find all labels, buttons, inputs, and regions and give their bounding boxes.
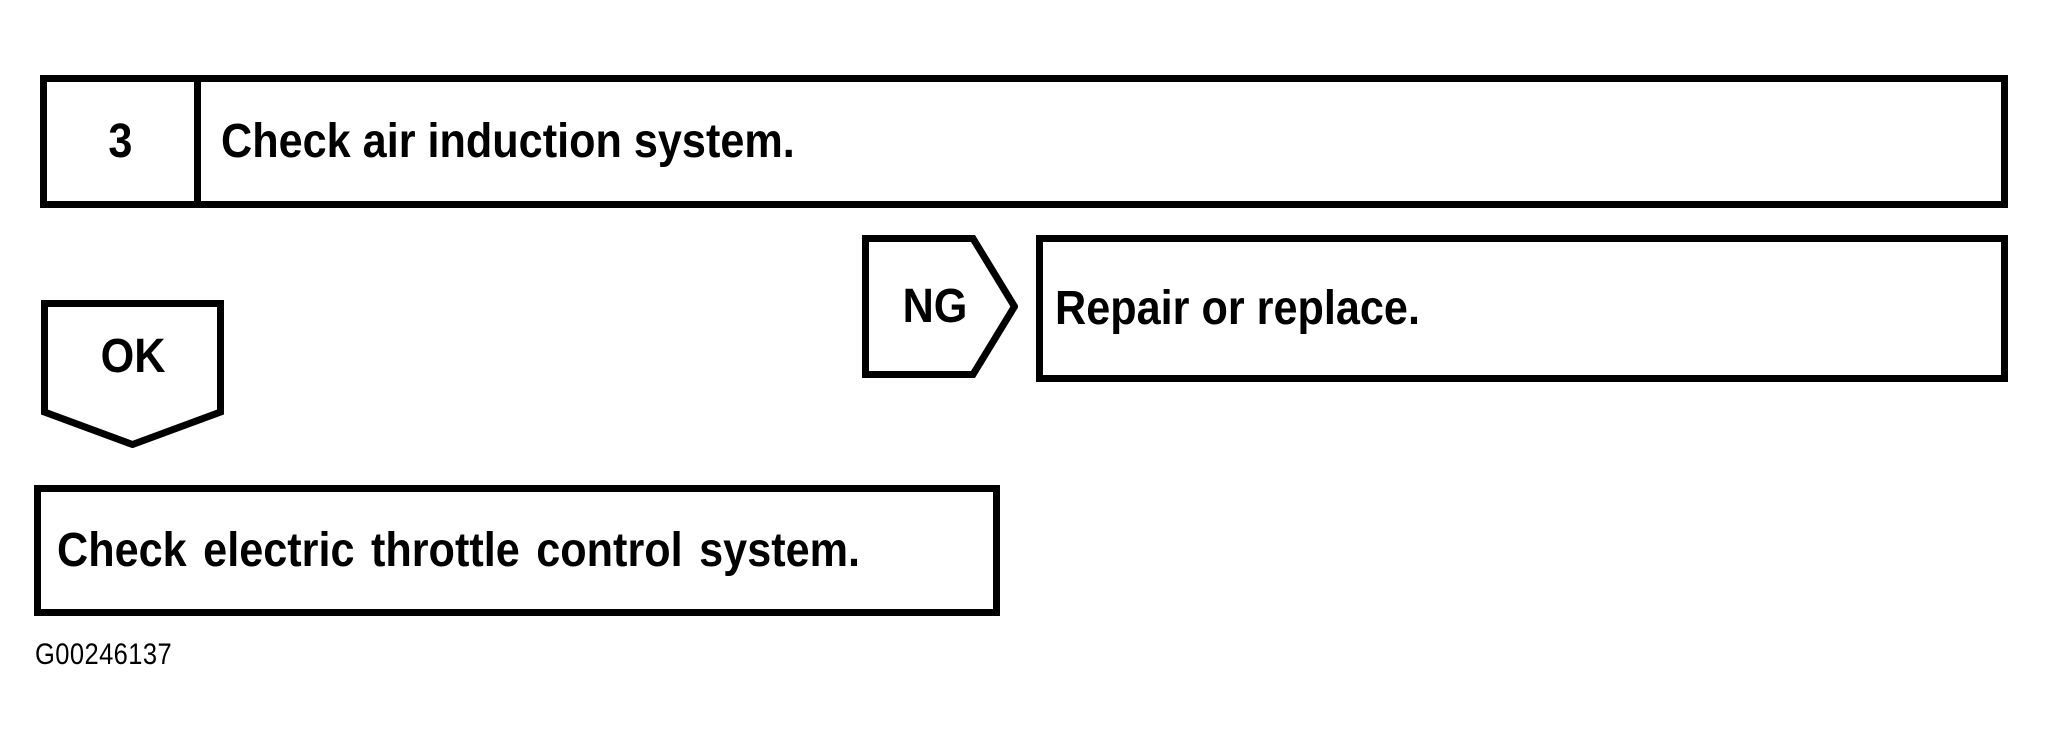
figure-id-caption: G00246137 [35,638,173,671]
ok-connector: OK [41,300,224,448]
step-label-cell: Check air induction system. [201,114,2001,168]
ng-connector: NG [862,235,1018,378]
next-step-label: Check electric throttle control system. [57,523,861,577]
step-number-cell: 3 [47,82,201,201]
repair-label: Repair or replace. [1055,281,1420,335]
step-number: 3 [108,114,133,168]
ng-label: NG [902,279,967,333]
repair-box: Repair or replace. [1036,235,2008,382]
ng-arrow-right-icon [862,235,1018,378]
next-step-box: Check electric throttle control system. [34,485,1000,616]
step-label: Check air induction system. [221,114,795,168]
step-box: 3 Check air induction system. [40,75,2008,208]
ok-label: OK [100,329,165,383]
ok-arrow-down-icon [41,300,224,448]
